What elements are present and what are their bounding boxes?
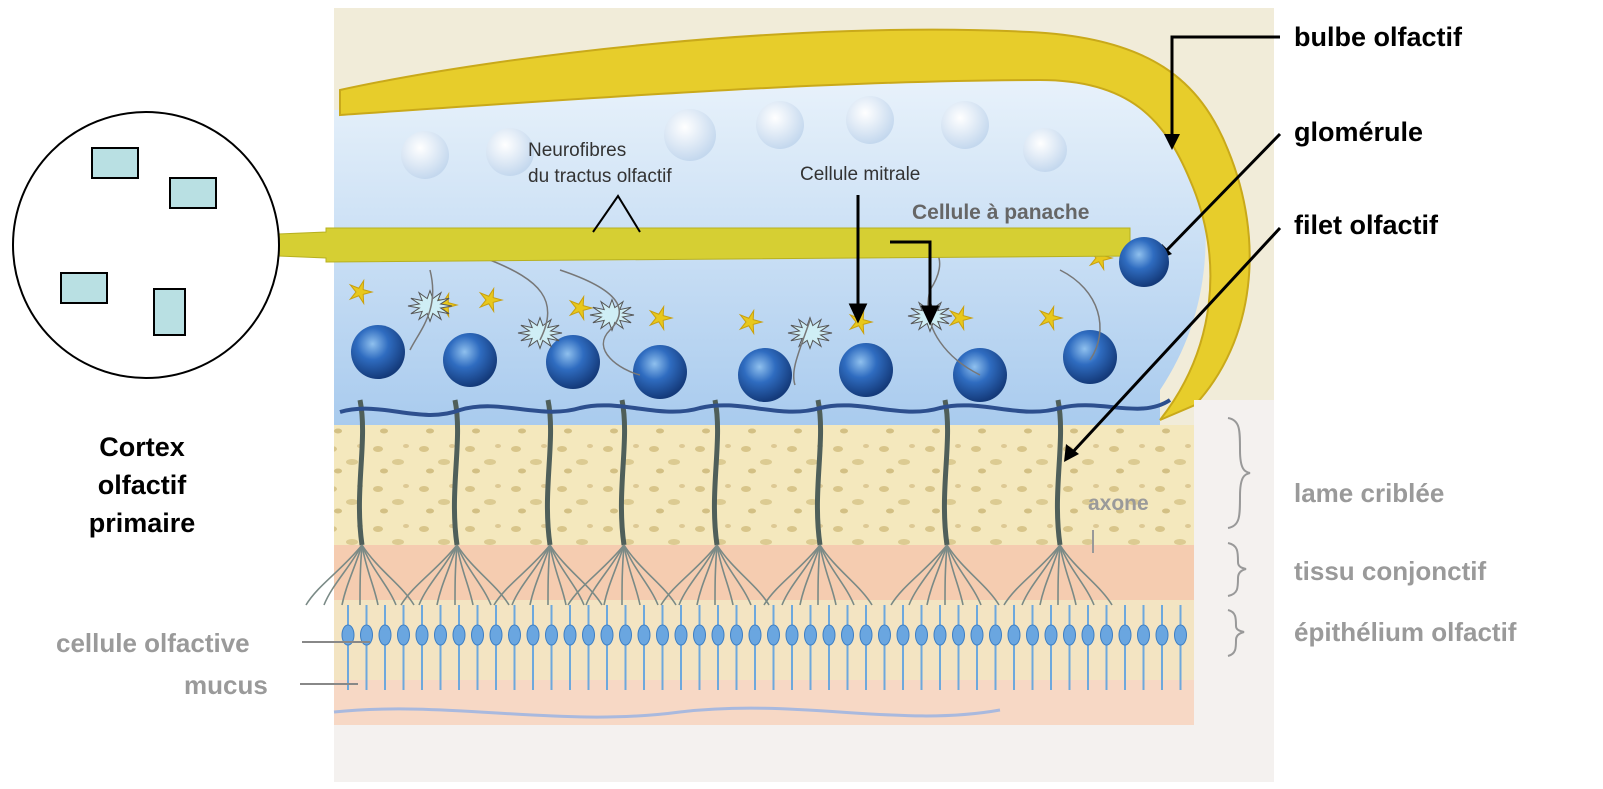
axon-bundle — [621, 400, 624, 545]
receptor-soma — [490, 625, 502, 645]
receptor-soma — [1064, 625, 1076, 645]
receptor-soma — [620, 625, 632, 645]
label-cortex-olfactif-primaire: Cortex olfactif primaire — [60, 428, 224, 542]
receptor-soma — [971, 625, 983, 645]
receptor-soma — [1027, 625, 1039, 645]
receptor-soma — [379, 625, 391, 645]
receptor-soma — [694, 625, 706, 645]
receptor-soma — [934, 625, 946, 645]
receptor-soma — [1119, 625, 1131, 645]
label-cellule-mitrale: Cellule mitrale — [800, 162, 920, 188]
glomerulus — [738, 348, 792, 402]
receptor-soma — [1156, 625, 1168, 645]
label-filet-olfactif: filet olfactif — [1294, 210, 1438, 241]
receptor-soma — [1045, 625, 1057, 645]
axon-bundle — [944, 400, 947, 545]
receptor-soma — [527, 625, 539, 645]
glomerulus — [546, 335, 600, 389]
receptor-soma — [416, 625, 428, 645]
receptor-soma — [472, 625, 484, 645]
label-tissu-conjonctif: tissu conjonctif — [1294, 556, 1486, 587]
receptor-soma — [768, 625, 780, 645]
receptor-soma — [786, 625, 798, 645]
cortex-circle — [13, 112, 279, 378]
receptor-soma — [564, 625, 576, 645]
receptor-soma — [1175, 625, 1187, 645]
label-axone: axone — [1088, 492, 1149, 516]
axon-bundle — [454, 400, 457, 545]
receptor-soma — [1008, 625, 1020, 645]
receptor-soma — [897, 625, 909, 645]
receptor-soma — [1138, 625, 1150, 645]
receptor-soma — [990, 625, 1002, 645]
receptor-soma — [805, 625, 817, 645]
receptor-soma — [712, 625, 724, 645]
receptor-soma — [546, 625, 558, 645]
axon-bundle — [359, 400, 362, 545]
glomerulus-highlight — [1119, 237, 1169, 287]
receptor-soma — [731, 625, 743, 645]
receptor-soma — [453, 625, 465, 645]
receptor-soma — [749, 625, 761, 645]
glomerulus — [633, 345, 687, 399]
neurofibres-line-1: Neurofibres — [528, 138, 672, 164]
receptor-soma — [675, 625, 687, 645]
axon-bundle — [1057, 400, 1060, 545]
glomerulus — [443, 333, 497, 387]
axon-bundle — [714, 400, 717, 545]
receptor-soma — [953, 625, 965, 645]
receptor-soma — [1101, 625, 1113, 645]
label-mucus: mucus — [184, 670, 268, 701]
receptor-soma — [657, 625, 669, 645]
axon-bundle — [547, 400, 550, 545]
label-neurofibres: Neurofibres du tractus olfactif — [528, 138, 672, 190]
label-bulbe-olfactif: bulbe olfactif — [1294, 22, 1462, 53]
glomerulus — [839, 343, 893, 397]
receptor-soma — [916, 625, 928, 645]
receptor-soma — [583, 625, 595, 645]
right-white-band — [1194, 400, 1274, 730]
receptor-soma — [638, 625, 650, 645]
cortex-line-3: primaire — [60, 504, 224, 542]
label-glomerule: glomérule — [1294, 117, 1423, 148]
receptor-soma — [398, 625, 410, 645]
receptor-soma — [1082, 625, 1094, 645]
label-epithelium-olfactif: épithélium olfactif — [1294, 617, 1516, 648]
label-cellule-a-panache: Cellule à panache — [912, 201, 1089, 225]
lower-white-band — [334, 725, 1274, 782]
receptor-soma — [509, 625, 521, 645]
axon-bundle — [817, 400, 820, 545]
cortex-line-1: Cortex — [60, 428, 224, 466]
glomerulus — [1063, 330, 1117, 384]
cribriform-plate — [334, 425, 1194, 545]
mucus-layer — [334, 680, 1194, 725]
receptor-soma — [435, 625, 447, 645]
receptor-soma — [601, 625, 613, 645]
receptor-soma — [823, 625, 835, 645]
neurofibres-line-2: du tractus olfactif — [528, 164, 672, 190]
label-lame-criblee: lame criblée — [1294, 478, 1444, 509]
receptor-soma — [879, 625, 891, 645]
glomerulus — [351, 325, 405, 379]
receptor-soma — [860, 625, 872, 645]
label-cellule-olfactive: cellule olfactive — [56, 628, 250, 659]
cortex-line-2: olfactif — [60, 466, 224, 504]
receptor-soma — [842, 625, 854, 645]
